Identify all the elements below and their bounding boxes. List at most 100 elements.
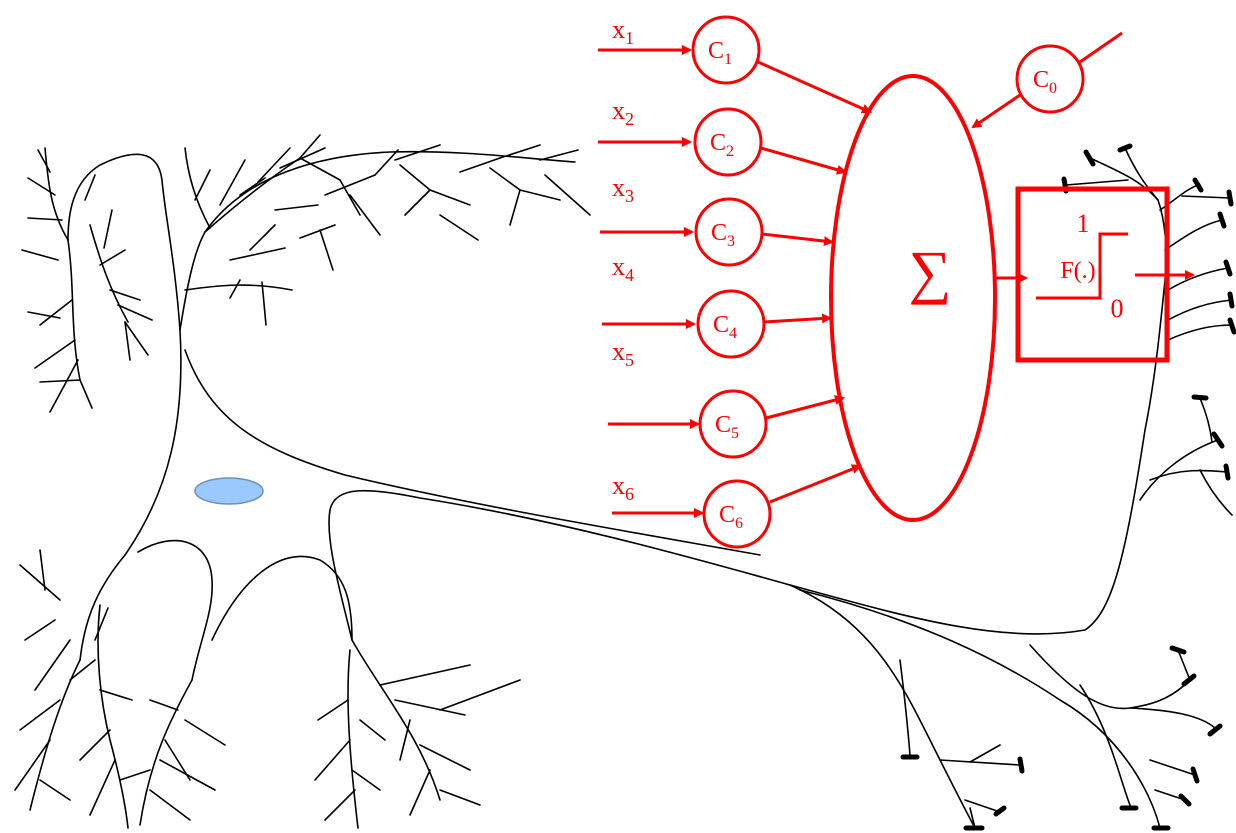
soma-outline xyxy=(79,329,182,661)
dendrite xyxy=(103,209,113,249)
weight-label-6: C6 xyxy=(719,502,743,532)
axon-branch xyxy=(1167,299,1233,321)
dendrite xyxy=(109,289,141,301)
axon-branch xyxy=(1167,267,1229,291)
dendrite xyxy=(374,149,399,176)
dendrite xyxy=(34,339,76,369)
dendrite xyxy=(394,144,441,161)
soma-outline xyxy=(137,539,213,681)
dendrite xyxy=(394,699,466,716)
axon-branch xyxy=(1181,195,1231,199)
dendrite xyxy=(79,379,93,409)
input-label-6: x6 xyxy=(612,471,634,504)
axon-branch xyxy=(1139,439,1219,501)
axon-branch xyxy=(799,589,1161,829)
dendrite xyxy=(539,149,579,161)
neuron-drawing xyxy=(14,134,1233,829)
dendrite xyxy=(249,224,276,251)
input-label-5: x5 xyxy=(612,337,634,370)
axon-branch xyxy=(1089,157,1159,201)
dendrite xyxy=(99,689,133,701)
weight-arrow-5 xyxy=(765,395,845,420)
dendrite xyxy=(351,639,441,801)
weight-node-5 xyxy=(698,389,768,459)
step-function-curve xyxy=(1036,232,1128,300)
weight-node-1 xyxy=(691,15,761,85)
dendrite xyxy=(439,679,521,711)
axon-branch xyxy=(1164,219,1223,251)
terminal-bouton xyxy=(1227,317,1236,335)
bias-node xyxy=(1015,44,1085,114)
dendrite xyxy=(14,739,51,791)
weight-label-5: C5 xyxy=(715,412,739,442)
axon-branch xyxy=(1199,397,1213,443)
dendrite xyxy=(404,189,431,216)
soma-outline xyxy=(179,150,576,331)
terminal-bouton xyxy=(1190,766,1200,784)
terminal-bouton xyxy=(1207,723,1223,737)
weight-arrow-2 xyxy=(760,146,847,175)
dendrite xyxy=(89,759,116,816)
dendrite xyxy=(229,247,286,261)
axon-branch xyxy=(969,744,1001,763)
weight-node-6 xyxy=(702,479,772,549)
terminal-bouton xyxy=(1169,645,1187,655)
terminal-boutons xyxy=(900,143,1236,831)
weight-node-4 xyxy=(696,289,766,359)
perceptron-model: ∑ 1 F(.) 0 x1 x2 x3 x4 x5 x6 C1 C2 C3 C4… xyxy=(598,15,1195,549)
dendrite xyxy=(319,229,334,271)
dendrite xyxy=(299,224,336,239)
dendrite xyxy=(67,239,81,381)
activation-function-label: F(.) xyxy=(1060,258,1095,284)
dendrite xyxy=(184,147,211,229)
axon-branch xyxy=(1065,179,1129,186)
axon-branch xyxy=(1159,184,1199,211)
dendrite xyxy=(299,134,321,159)
weight-node-3 xyxy=(694,197,764,267)
axon-branch xyxy=(1129,707,1216,729)
terminal-bouton xyxy=(1191,394,1209,401)
terminal-bouton xyxy=(1017,756,1025,774)
axon-branch xyxy=(964,799,1001,813)
dendrite xyxy=(351,769,381,791)
dendrite xyxy=(317,699,349,721)
dendrite xyxy=(257,147,291,183)
dendrite xyxy=(274,204,319,211)
dendrite xyxy=(27,177,56,196)
dendrite xyxy=(39,779,71,801)
bias-label: C0 xyxy=(1033,67,1057,97)
dendrite xyxy=(99,249,126,266)
axon-branch xyxy=(969,807,976,829)
weight-node-2 xyxy=(693,107,763,177)
terminal-bouton xyxy=(1217,211,1227,229)
dendrite xyxy=(79,729,111,761)
terminal-bouton xyxy=(1226,189,1234,207)
activation-high-label: 1 xyxy=(1077,209,1090,238)
soma-outline xyxy=(211,555,353,641)
axon-branch xyxy=(939,759,1021,766)
terminal-bouton xyxy=(1117,143,1133,153)
axon-branch xyxy=(1149,759,1196,776)
dendrite xyxy=(379,664,471,686)
terminal-bouton xyxy=(1181,673,1197,687)
axon-branch xyxy=(1079,684,1131,806)
dendrite xyxy=(239,177,266,196)
dendrite xyxy=(124,321,131,361)
bias-input-line xyxy=(1079,31,1123,64)
dendrite xyxy=(29,659,81,811)
terminal-bouton xyxy=(1211,431,1225,449)
axon-branch xyxy=(1177,649,1191,681)
dendrite xyxy=(139,679,193,826)
terminal-bouton xyxy=(1083,149,1096,167)
summation-node xyxy=(829,74,997,522)
dendrite xyxy=(399,719,411,761)
dendrite xyxy=(544,174,591,216)
dendrite xyxy=(97,604,129,829)
dendrite xyxy=(439,214,479,241)
terminal-bouton xyxy=(1192,177,1204,193)
weight-label-3: C3 xyxy=(711,220,735,250)
dendrite xyxy=(24,619,56,641)
dendrite xyxy=(184,284,293,291)
dendrite xyxy=(409,769,431,816)
dendrite xyxy=(399,164,431,191)
